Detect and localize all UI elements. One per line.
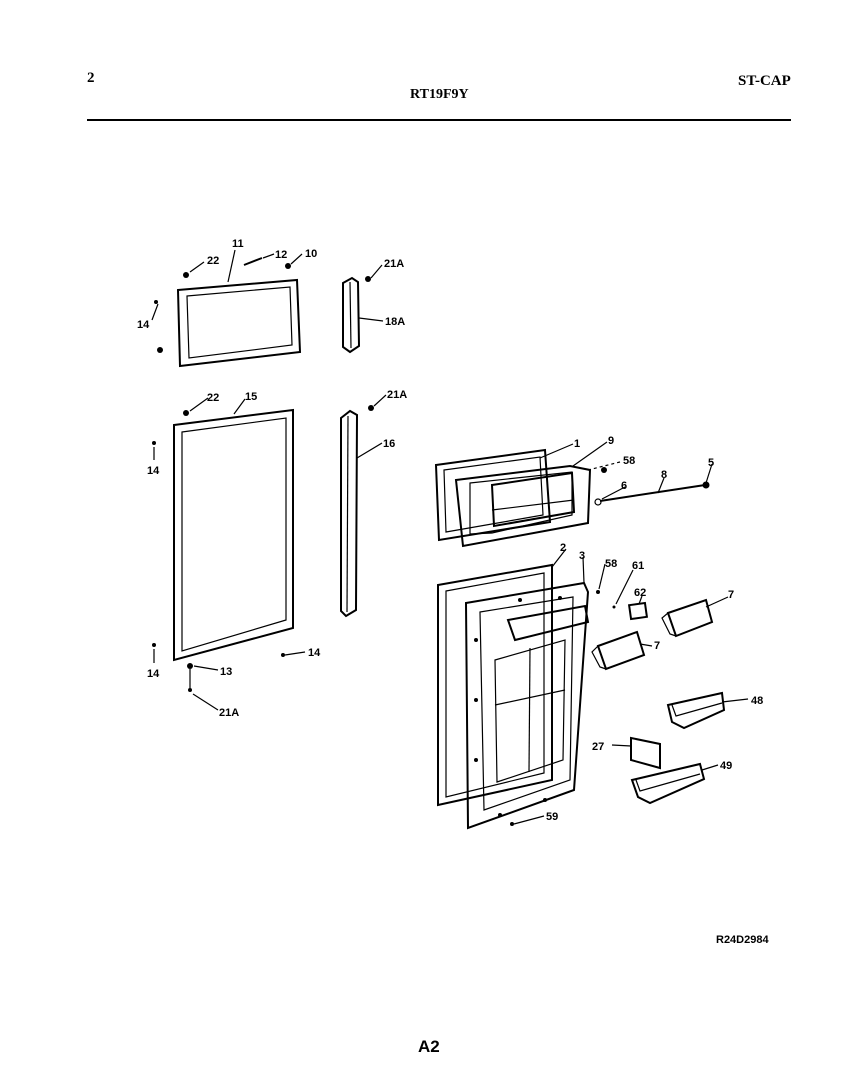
upper-handle (342, 276, 361, 354)
callout-18A: 18A (385, 316, 405, 328)
callout-7-right: 7 (728, 589, 734, 601)
callout-12: 12 (275, 249, 287, 261)
callout-3: 3 (579, 550, 585, 562)
callout-15: 15 (245, 391, 257, 403)
hardware-parts (152, 257, 616, 826)
butter-bin-upper (661, 598, 714, 638)
callout-10: 10 (305, 248, 317, 260)
door-bin-upper (666, 691, 726, 730)
callout-13: 13 (220, 666, 232, 678)
callout-14-top: 14 (137, 319, 150, 331)
label-plate (627, 601, 649, 621)
freezer-door-liner (434, 448, 592, 548)
callout-labels: 22 11 12 10 14 21A 18A 22 15 21A 16 14 1… (137, 238, 763, 823)
callout-49: 49 (720, 760, 732, 772)
callout-2: 2 (560, 542, 566, 554)
callout-5: 5 (708, 457, 714, 469)
callout-16: 16 (383, 438, 395, 450)
callout-8: 8 (661, 469, 667, 481)
drawing-id: R24D2984 (716, 934, 769, 946)
page-label: A2 (418, 1037, 440, 1056)
page-number: 2 (87, 70, 95, 86)
door-bin-lower (630, 762, 706, 805)
callout-22-mid: 22 (207, 392, 219, 404)
callout-62: 62 (634, 587, 646, 599)
callout-1: 1 (574, 438, 580, 450)
callout-14-mid: 14 (147, 465, 160, 477)
callout-48: 48 (751, 695, 763, 707)
model-number: RT19F9Y (410, 87, 469, 102)
section-code: ST-CAP (738, 73, 791, 89)
callout-6: 6 (621, 480, 627, 492)
callout-21A-top: 21A (384, 258, 404, 270)
callout-27: 27 (592, 741, 604, 753)
fresh-food-door-liner (437, 563, 590, 830)
callout-58-mid: 58 (605, 558, 617, 570)
lower-handle (340, 409, 359, 618)
callout-14-right: 14 (308, 647, 321, 659)
callout-22-top: 22 (207, 255, 219, 267)
callout-7-left: 7 (654, 640, 660, 652)
fresh-food-door-gasket (173, 408, 294, 662)
callout-14-low: 14 (147, 668, 160, 680)
callout-61: 61 (632, 560, 644, 572)
callout-58-top: 58 (623, 455, 635, 467)
callout-9: 9 (608, 435, 614, 447)
callout-21A-bot: 21A (219, 707, 239, 719)
butter-bin-lower (591, 630, 646, 671)
header-rule (87, 119, 791, 121)
callout-11: 11 (232, 238, 244, 250)
freezer-door-gasket (176, 278, 302, 368)
bin-divider (630, 736, 661, 770)
leader-lines (151, 249, 749, 825)
callout-59: 59 (546, 811, 558, 823)
callout-21A-mid: 21A (387, 389, 407, 401)
